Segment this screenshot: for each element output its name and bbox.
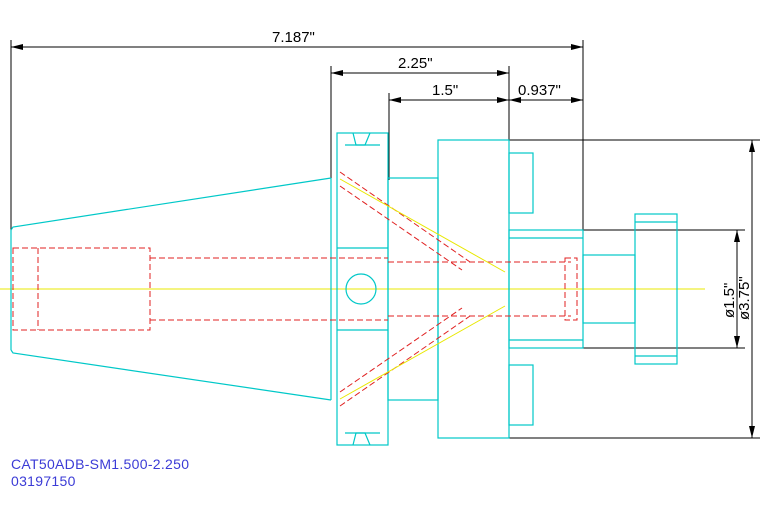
flange-diameter-dimension: ø3.75" <box>736 276 753 320</box>
dimension-arrows <box>11 44 755 438</box>
coolant-centerlines <box>339 178 506 400</box>
catalog-number-label: 03197150 <box>11 473 76 489</box>
hidden-lines <box>12 171 578 407</box>
part-outline <box>10 132 678 446</box>
body-length-dimension: 1.5" <box>432 82 458 99</box>
pilot-diameter-dimension: ø1.5" <box>721 283 738 318</box>
nose-length-dimension: 0.937" <box>518 82 561 99</box>
gage-to-flange-dimension: 2.25" <box>398 55 433 72</box>
dimension-lines <box>10 40 760 439</box>
overall-length-dimension: 7.187" <box>272 29 315 46</box>
part-number-label: CAT50ADB-SM1.500-2.250 <box>11 456 190 472</box>
